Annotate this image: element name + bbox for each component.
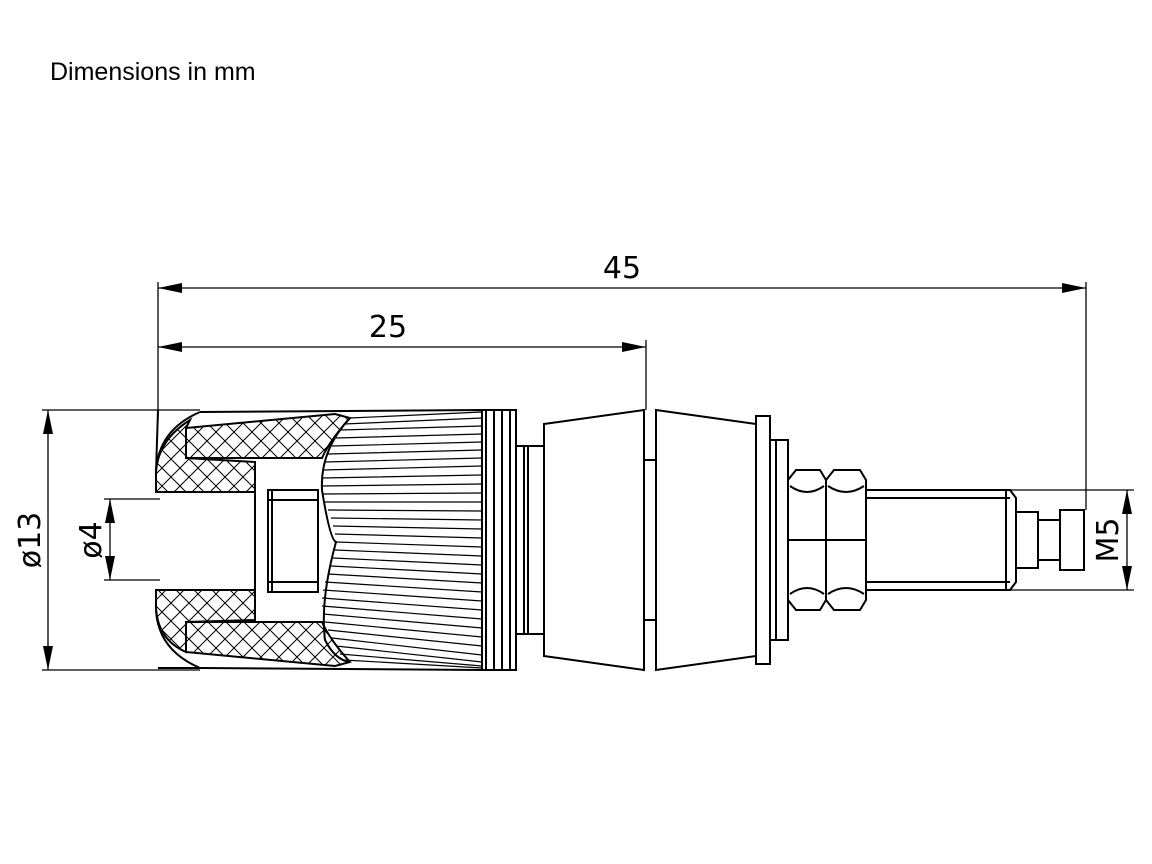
dim-label-25: 25 <box>369 310 407 345</box>
dimensions-caption: Dimensions in mm <box>50 58 256 86</box>
bore-cavity <box>158 462 256 620</box>
inner-sleeve <box>267 489 319 593</box>
hex-nut-1 <box>787 469 827 611</box>
washer <box>755 415 771 665</box>
knurled-grip <box>321 411 483 669</box>
lower-insulation-section <box>155 589 352 668</box>
dim-label-4: ø4 <box>74 521 109 558</box>
grip-boundary <box>320 417 351 663</box>
bushing-left <box>543 408 645 672</box>
bushing-right <box>655 408 757 672</box>
bushing-gap <box>644 459 656 621</box>
hex-nut-2 <box>825 469 867 611</box>
dim-label-m5: M5 <box>1091 518 1126 563</box>
washer-collar <box>769 439 789 641</box>
threaded-stud <box>865 489 1017 591</box>
knob-head <box>155 408 517 672</box>
knob-flange <box>481 409 517 671</box>
neck <box>515 445 545 635</box>
dim-label-13: ø13 <box>13 512 48 569</box>
dim-label-45: 45 <box>603 251 641 286</box>
solder-pin <box>1015 509 1085 571</box>
upper-insulation-section <box>155 412 352 493</box>
